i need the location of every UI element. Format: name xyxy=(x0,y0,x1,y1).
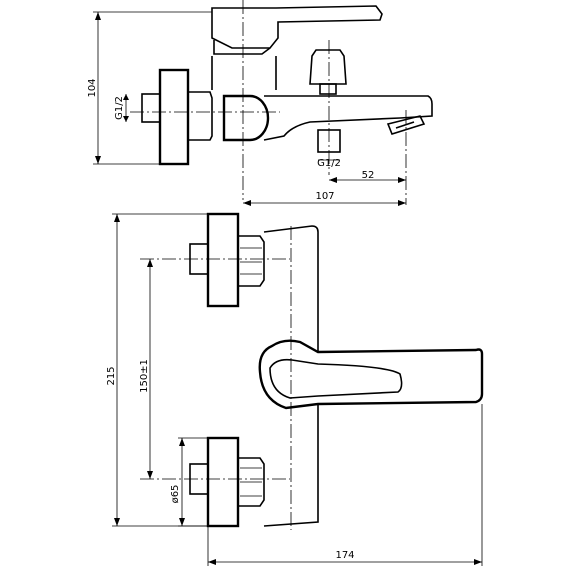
dim-side-height-label: 104 xyxy=(87,78,98,97)
dim-front-height: 215 xyxy=(106,213,208,527)
front-upper-nut xyxy=(237,235,265,287)
dim-side-depth: 107 xyxy=(243,191,406,206)
side-inlet-stub xyxy=(141,93,161,123)
front-view xyxy=(140,212,484,530)
side-nut xyxy=(187,91,213,141)
dim-side-depth-label: 107 xyxy=(315,191,334,202)
dim-front-width: 174 xyxy=(207,404,483,566)
dim-side-outlet-thread-label: G1/2 xyxy=(317,158,341,169)
dim-flange-diameter: ø65 xyxy=(170,437,208,527)
side-lever-handle xyxy=(211,5,383,55)
dim-side-inlet-thread-label: G1/2 xyxy=(114,96,125,120)
dim-front-height-label: 215 xyxy=(106,366,117,385)
front-lower-flange xyxy=(206,436,240,528)
front-lever-handle xyxy=(258,339,484,410)
side-wall-flange xyxy=(158,68,190,166)
dim-flange-diameter-label: ø65 xyxy=(170,485,181,504)
dim-spout-offset: 52 xyxy=(329,170,406,183)
side-body xyxy=(211,56,277,90)
front-lower-nut xyxy=(237,457,265,507)
dim-front-width-label: 174 xyxy=(335,550,354,561)
side-view xyxy=(130,0,433,205)
dim-side-inlet-thread: G1/2 xyxy=(114,94,129,122)
front-body xyxy=(263,225,319,527)
dim-spout-offset-label: 52 xyxy=(362,170,375,181)
dim-side-outlet-thread: G1/2 xyxy=(317,158,341,169)
front-upper-flange xyxy=(206,212,240,308)
dim-inlet-spacing: 150±1 xyxy=(139,259,153,479)
dim-inlet-spacing-label: 150±1 xyxy=(139,359,150,393)
side-spout xyxy=(263,95,433,141)
side-aerator xyxy=(386,115,426,135)
dim-side-height: 104 xyxy=(87,11,212,165)
side-cartridge xyxy=(222,94,270,142)
side-diverter-knob xyxy=(309,49,347,95)
